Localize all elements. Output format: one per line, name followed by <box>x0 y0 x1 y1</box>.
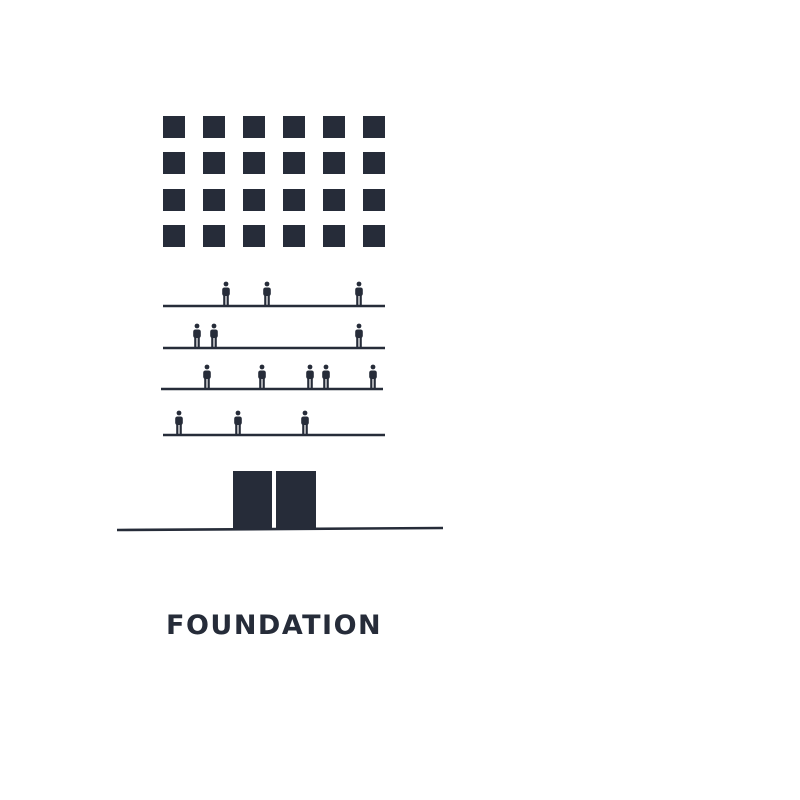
person-icon <box>258 364 266 388</box>
door-left <box>233 471 272 529</box>
window-square <box>163 152 185 174</box>
floor-level <box>163 323 385 350</box>
floors <box>161 281 385 437</box>
person-icon <box>193 323 201 347</box>
person-icon <box>234 410 242 434</box>
window-grid <box>163 116 385 247</box>
window-square <box>203 225 225 247</box>
window-square <box>283 116 305 138</box>
window-square <box>163 225 185 247</box>
window-square <box>203 189 225 211</box>
window-square <box>243 225 265 247</box>
window-square <box>243 116 265 138</box>
person-icon <box>263 281 271 305</box>
window-square <box>283 152 305 174</box>
window-square <box>323 116 345 138</box>
person-icon <box>175 410 183 434</box>
person-icon <box>306 364 314 388</box>
window-square <box>163 116 185 138</box>
foundation-caption: FOUNDATION <box>166 610 383 641</box>
window-square <box>243 152 265 174</box>
window-square <box>203 116 225 138</box>
entrance <box>116 471 444 532</box>
window-square <box>283 225 305 247</box>
floor-level <box>163 281 385 308</box>
person-icon <box>301 410 309 434</box>
floor-level <box>163 410 385 437</box>
window-square <box>283 189 305 211</box>
floor-level <box>161 364 383 391</box>
person-icon <box>322 364 330 388</box>
person-icon <box>210 323 218 347</box>
window-square <box>163 189 185 211</box>
person-icon <box>355 323 363 347</box>
window-square <box>363 152 385 174</box>
person-icon <box>203 364 211 388</box>
person-icon <box>369 364 377 388</box>
window-square <box>323 225 345 247</box>
person-icon <box>222 281 230 305</box>
door-right <box>276 471 316 529</box>
window-square <box>323 189 345 211</box>
window-square <box>363 225 385 247</box>
window-square <box>323 152 345 174</box>
window-square <box>363 116 385 138</box>
window-square <box>243 189 265 211</box>
window-square <box>203 152 225 174</box>
window-square <box>363 189 385 211</box>
person-icon <box>355 281 363 305</box>
